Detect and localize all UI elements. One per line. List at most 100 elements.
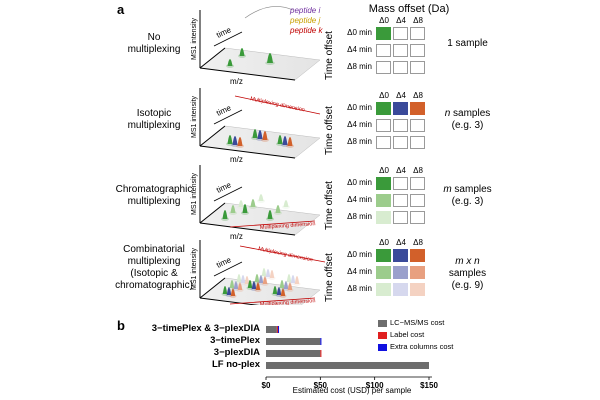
peak <box>280 288 286 296</box>
peak-shadow <box>241 211 249 215</box>
peak <box>286 274 292 282</box>
peak <box>283 281 289 289</box>
peak <box>236 274 242 282</box>
grid-cell <box>410 44 425 57</box>
bar-segment <box>320 350 322 357</box>
peak-shadow <box>285 280 293 284</box>
panel-a-letter: a <box>117 2 125 17</box>
mass-header: Δ8 <box>413 16 423 25</box>
peak-shadow <box>282 287 290 291</box>
grid-cell <box>393 266 408 279</box>
legend-swatch-columns <box>378 343 387 351</box>
sample-count-line: n samples <box>444 108 491 119</box>
mz-axis <box>199 67 296 81</box>
cost-chart <box>265 326 432 380</box>
peak <box>282 136 288 145</box>
grid-cell <box>410 177 425 190</box>
peak <box>240 275 246 283</box>
peptide-i-label: peptide i <box>290 6 321 15</box>
bar-category-label: LF no-plex <box>211 359 260 370</box>
time-row-header: Δ8 min <box>347 284 372 293</box>
peak-shadow <box>246 286 254 290</box>
intensity-axis-label: MS1 intensity <box>191 17 198 60</box>
grid-cell <box>376 27 391 40</box>
peak <box>250 199 256 207</box>
peak-shadow <box>256 137 264 141</box>
peptide-k-label: peptide k <box>290 26 323 35</box>
sample-count-line: m samples <box>443 184 492 195</box>
peak-shadow <box>289 281 297 285</box>
row-label-line: No <box>147 32 161 43</box>
grid-cell <box>393 249 408 262</box>
row-label-line: multiplexing <box>127 44 181 55</box>
peak-shadow <box>236 144 244 148</box>
peak <box>257 130 263 139</box>
peak <box>272 286 278 294</box>
row-label-line: chromatographic) <box>115 280 193 291</box>
time-row-header: Δ0 min <box>347 103 372 112</box>
grid-cell <box>410 27 425 40</box>
peak-shadow <box>276 142 284 146</box>
intensity-axis-label: MS1 intensity <box>191 247 198 290</box>
grid-cell <box>410 249 425 262</box>
peak-shadow <box>254 288 262 292</box>
time-row-header: Δ8 min <box>347 212 372 221</box>
x-tick-label: $0 <box>261 381 271 390</box>
peak <box>244 276 250 284</box>
peak <box>237 137 243 146</box>
row-label-line: (Isotopic & <box>130 268 178 279</box>
peak-shadow <box>221 217 229 221</box>
peak-shadow <box>257 281 265 285</box>
grid-cell <box>393 27 408 40</box>
grid-cell <box>410 283 425 296</box>
grid-cell <box>393 177 408 190</box>
grid-cell <box>376 136 391 149</box>
grid-cell <box>393 283 408 296</box>
bar-segment <box>277 326 280 333</box>
mass-header: Δ8 <box>413 91 423 100</box>
peak <box>251 281 257 289</box>
bar-segment <box>266 338 321 345</box>
mass-header: Δ0 <box>379 91 389 100</box>
peak-shadow <box>236 288 244 292</box>
sample-count-line: (e.g. 3) <box>451 120 484 131</box>
bar-segment <box>320 338 322 345</box>
peak-shadow <box>268 276 276 280</box>
legend-item-lcms: LC−MS/MS cost <box>378 317 453 329</box>
row-label-line: multiplexing <box>127 196 181 207</box>
x-axis-label: Estimated cost (USD) per sample <box>292 386 412 395</box>
peak-shadow <box>251 136 259 140</box>
grid-cell <box>376 211 391 224</box>
mz-axis <box>199 222 296 236</box>
row-label-line: Chromatographic <box>115 184 193 195</box>
peak-shadow <box>235 280 243 284</box>
peak <box>255 282 261 290</box>
mz-axis <box>199 145 296 159</box>
peak-i <box>239 48 245 56</box>
legend-item-label: Label cost <box>378 329 453 341</box>
bar-segment <box>276 326 278 333</box>
row-label-line: multiplexing <box>127 120 181 131</box>
legend-label-columns: Extra columns cost <box>390 342 454 351</box>
peak-shadow <box>266 217 274 221</box>
grid-cell <box>376 249 391 262</box>
grid-cell <box>376 119 391 132</box>
sample-count-variable: m <box>443 184 452 195</box>
grid-cell <box>410 136 425 149</box>
grid-cell <box>393 136 408 149</box>
peak <box>230 288 236 296</box>
peak-shadow <box>281 143 289 147</box>
peak-shadow <box>226 142 234 146</box>
grid-cell <box>376 266 391 279</box>
peak-shadow <box>274 211 282 215</box>
grid-cell <box>376 283 391 296</box>
grid-cell <box>376 177 391 190</box>
peak <box>262 276 268 284</box>
mass-header: Δ0 <box>379 16 389 25</box>
peak <box>283 200 289 207</box>
